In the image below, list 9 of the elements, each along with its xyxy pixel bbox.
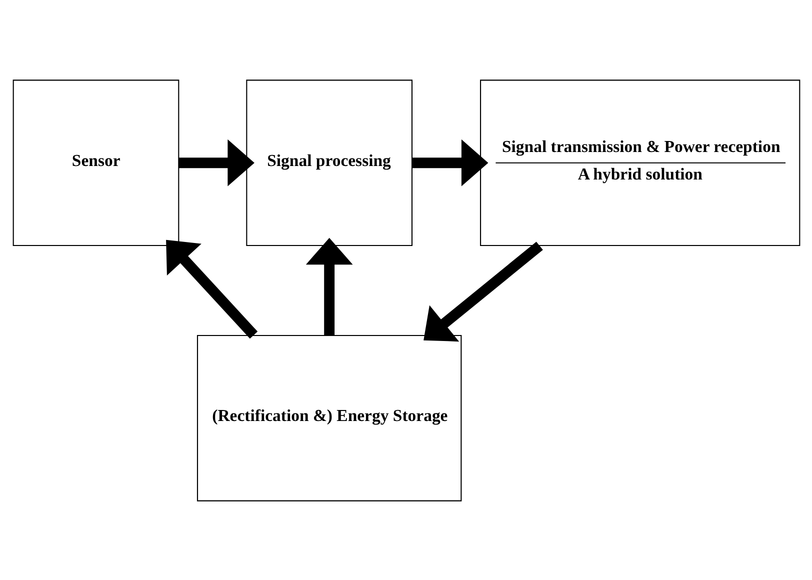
node-box: Sensor (12, 79, 179, 246)
node-box: (Rectification &) Energy Storage (196, 334, 462, 501)
arrow (166, 239, 258, 338)
arrow (412, 138, 488, 186)
arrow (178, 138, 254, 186)
node-box: Signal transmission & Power reception A hybrid solution (480, 79, 800, 246)
arrow (305, 237, 352, 335)
arrow (423, 241, 542, 342)
node-box: Signal processing (246, 79, 412, 246)
